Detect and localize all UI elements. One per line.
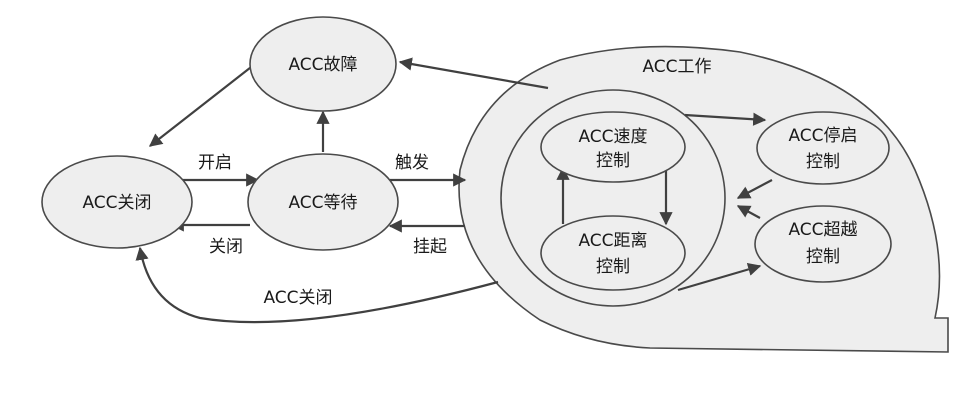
label-acc-speed-2: 控制 xyxy=(596,151,630,171)
edge-speed-to-stopgo xyxy=(684,112,767,126)
node-acc-overtake xyxy=(754,205,892,283)
node-acc-wait xyxy=(247,153,399,251)
label-acc-wait: ACC等待 xyxy=(288,193,357,213)
edge-distance-to-overtake xyxy=(677,263,762,292)
node-acc-stopgo xyxy=(756,111,890,185)
label-acc-distance-1: ACC距离 xyxy=(578,231,647,251)
label-acc-stopgo-1: ACC停启 xyxy=(788,126,857,146)
edge-label-trigger: 触发 xyxy=(395,153,429,173)
node-acc-distance xyxy=(540,215,686,291)
edge-label-close: 关闭 xyxy=(209,237,243,257)
edge-work-to-fault xyxy=(398,57,549,90)
edge-label-open: 开启 xyxy=(198,153,232,173)
edge-work-to-off xyxy=(135,246,499,324)
edge-stopgo-to-center xyxy=(736,179,773,199)
node-acc-fault xyxy=(249,16,397,112)
label-acc-work: ACC工作 xyxy=(642,57,711,77)
edge-label-acc-close: ACC关闭 xyxy=(263,288,332,308)
label-acc-fault: ACC故障 xyxy=(288,55,357,75)
node-acc-off xyxy=(41,155,193,249)
label-acc-distance-2: 控制 xyxy=(596,257,630,277)
edge-overtake-to-center xyxy=(736,205,761,219)
edge-label-suspend: 挂起 xyxy=(413,237,447,257)
label-acc-overtake-2: 控制 xyxy=(806,247,840,267)
label-acc-speed-1: ACC速度 xyxy=(578,127,647,147)
label-acc-off: ACC关闭 xyxy=(82,193,151,213)
edge-fault-to-off xyxy=(148,63,256,147)
label-acc-stopgo-2: 控制 xyxy=(806,152,840,172)
node-acc-speed xyxy=(540,111,686,183)
label-acc-overtake-1: ACC超越 xyxy=(788,220,857,240)
